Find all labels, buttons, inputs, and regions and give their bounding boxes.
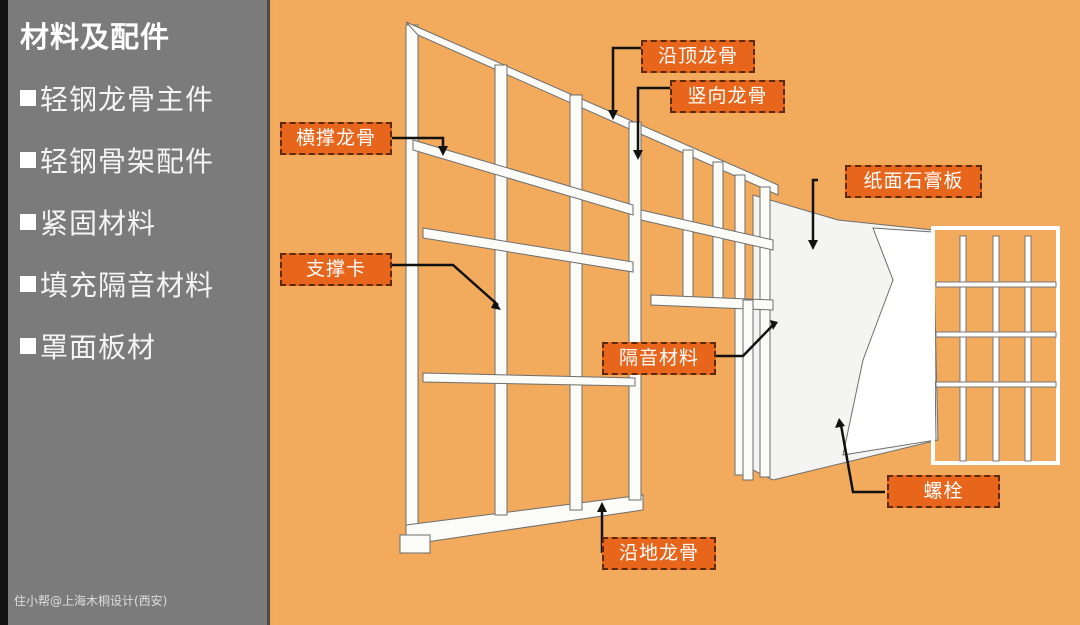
sidebar-item: 填充隔音材料 bbox=[20, 264, 214, 304]
stud bbox=[628, 121, 642, 501]
sidebar-item: 罩面板材 bbox=[20, 326, 156, 366]
sidebar-item-label: 轻钢骨架配件 bbox=[40, 145, 215, 178]
sidebar-title: 材料及配件 bbox=[20, 20, 171, 54]
stud bbox=[494, 64, 508, 516]
label-floor-track: 沿地龙骨 bbox=[602, 537, 716, 570]
sidebar-item: 轻钢骨架配件 bbox=[20, 140, 214, 180]
sidebar-item-label: 轻钢龙骨主件 bbox=[40, 83, 215, 116]
label-sound-insulation: 隔音材料 bbox=[602, 342, 716, 375]
label-bolt: 螺栓 bbox=[887, 475, 1000, 508]
cross-brace bbox=[640, 209, 774, 251]
left-post bbox=[405, 24, 419, 546]
cross-brace bbox=[422, 372, 636, 387]
bullet-square-icon bbox=[20, 338, 36, 354]
right-frame bbox=[931, 226, 1060, 465]
label-vertical-stud: 竖向龙骨 bbox=[670, 80, 785, 113]
bullet-square-icon bbox=[20, 90, 36, 106]
sidebar-item-label: 紧固材料 bbox=[40, 207, 157, 240]
bullet-square-icon bbox=[20, 152, 36, 168]
sidebar-item: 紧固材料 bbox=[20, 202, 156, 242]
label-gypsum-board: 纸面石膏板 bbox=[845, 165, 982, 198]
left-edge-strip bbox=[0, 0, 8, 625]
floor-track-end bbox=[399, 534, 431, 554]
wall-frame-drawing bbox=[392, 21, 1060, 554]
sidebar-item: 轻钢龙骨主件 bbox=[20, 78, 214, 118]
callout-arrows bbox=[392, 46, 885, 553]
bullet-square-icon bbox=[20, 214, 36, 230]
door-post bbox=[742, 299, 754, 481]
label-top-track: 沿顶龙骨 bbox=[641, 40, 755, 73]
cross-brace bbox=[412, 139, 634, 216]
stud bbox=[569, 94, 583, 511]
cross-brace bbox=[422, 227, 634, 273]
label-cross-brace: 横撑龙骨 bbox=[280, 122, 392, 155]
sidebar-item-label: 填充隔音材料 bbox=[40, 269, 215, 302]
diagram-area: 沿顶龙骨 竖向龙骨 横撑龙骨 纸面石膏板 支撑卡 隔音材料 螺栓 沿地龙骨 bbox=[273, 0, 1080, 625]
bullet-square-icon bbox=[20, 276, 36, 292]
sidebar-panel: 材料及配件 轻钢龙骨主件 轻钢骨架配件 紧固材料 填充隔音材料 罩面板材 住小帮… bbox=[8, 0, 270, 625]
label-support-clip: 支撑卡 bbox=[280, 253, 392, 286]
watermark-credit: 住小帮@上海木桐设计(西安) bbox=[14, 594, 168, 608]
sidebar-item-label: 罩面板材 bbox=[40, 331, 157, 364]
